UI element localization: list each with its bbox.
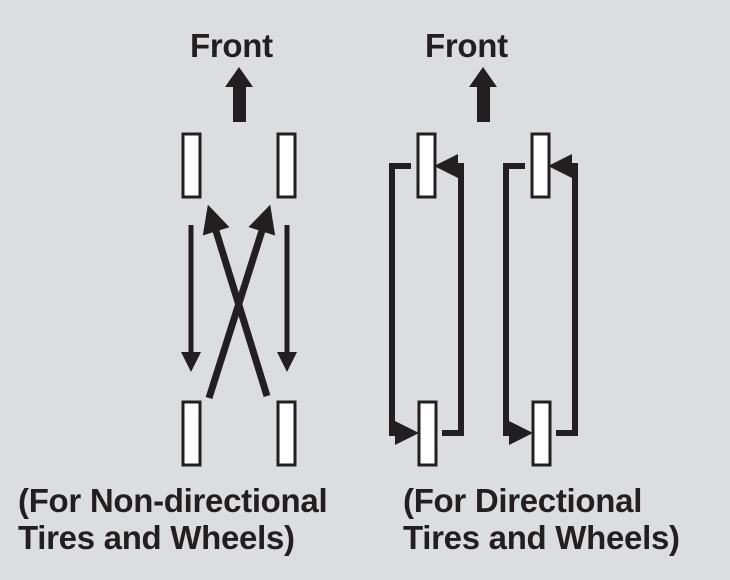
caption-right-line1: (For Directional [403, 482, 643, 519]
tire-rear [417, 400, 438, 467]
arrow-front-to-rear [389, 163, 419, 445]
tire-rear-right [276, 400, 297, 467]
tire-rear [531, 400, 552, 467]
front-label-left: Front [190, 27, 273, 64]
arrow-front-to-rear [503, 163, 533, 445]
arrow-rear-to-front [434, 154, 464, 436]
caption-left-line1: (For Non-directional [18, 482, 328, 519]
front-arrow-icon [469, 67, 497, 122]
caption-left-line2: Tires and Wheels) [18, 519, 295, 556]
front-arrow-icon [225, 67, 253, 122]
tire-rear-left [181, 400, 202, 467]
arrow-rear-to-front [548, 154, 578, 436]
tire-front-left [181, 132, 202, 199]
caption-right-line2: Tires and Wheels) [403, 519, 680, 556]
tire-front [416, 132, 437, 199]
tire-front-right [276, 132, 297, 199]
tire-front [530, 132, 551, 199]
front-label-right: Front [425, 27, 508, 64]
arrow-rear-left-to-front-right [205, 204, 276, 400]
